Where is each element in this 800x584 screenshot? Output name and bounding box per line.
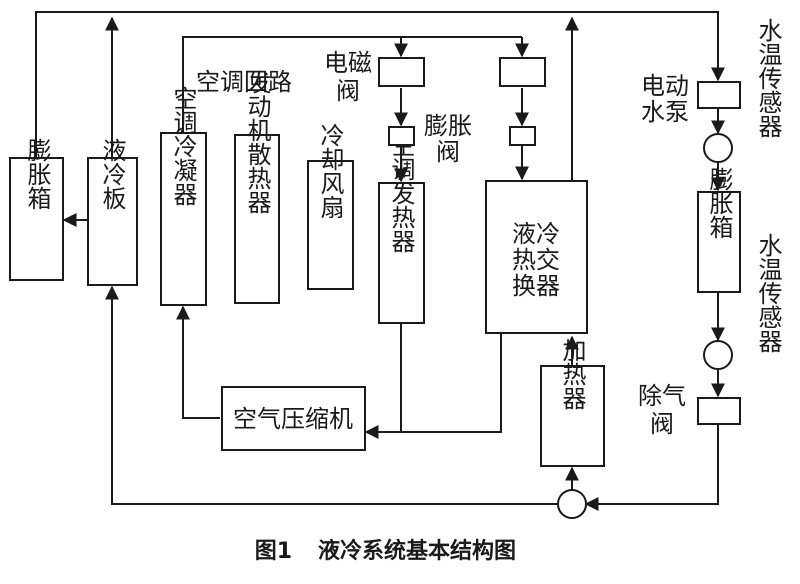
right-valve [499,57,546,87]
chiller-to-compressor-line [401,333,502,433]
degas-valve-label-line2: 阀 [650,410,674,438]
expansion-valve-left [388,126,415,146]
air-compressor-label: 空气压缩机 [233,405,353,433]
degas-valve-label-line1: 除气 [638,382,686,410]
cooling-fan-label: 冷却风扇 [316,123,344,219]
electric-pump-label-line1: 电动 [641,72,689,100]
ac-loop-label: 空调回路 [196,68,292,96]
ac-evaporator-label: 空调发热器 [387,133,415,253]
degas-to-bottom-line [584,424,719,511]
figure-caption: 液冷系统基本结构图 [318,538,516,564]
expansion-valve-label-line1: 膨胀 [424,112,472,140]
ac-condenser: 空调冷凝器 [160,86,207,306]
expansion-valve-right [509,126,536,146]
water-temp-sensor-2-label: 水温传感器 [754,233,782,353]
chiller-label-line1: 液冷 [512,220,560,248]
degas-valve [697,397,741,425]
flow-lines [35,11,725,511]
solenoid-valve [378,57,425,87]
bottom-pump [557,489,587,519]
solenoid-valve-label-line1: 电磁 [324,49,372,77]
expansion-tank-left-label: 膨胀箱 [23,138,51,210]
compressor-to-condenser-line [176,305,220,419]
evaporator-to-compressor-line [364,323,402,439]
expansion-tank-right: 膨胀箱 [697,167,741,293]
expansion-tank-left: 膨胀箱 [9,138,64,281]
electric-pump-label-line2: 水泵 [641,98,689,126]
top-bus-line [35,11,725,158]
chiller-label-line2: 热交 [512,246,560,274]
electric-pump [697,81,741,109]
heater: 加热器 [540,338,605,467]
ac-evaporator: 空调发热器 [378,133,425,324]
solenoid-valve-label-line2: 阀 [336,77,360,105]
temp-sensor-2 [703,340,733,370]
liquid-cooling-plate-label: 液冷板 [98,138,126,210]
engine-radiator: 发动机散热器 [234,70,280,304]
temp-sensor-1 [703,133,733,163]
heater-label: 加热器 [558,338,586,410]
cooling-fan: 冷却风扇 [307,123,354,290]
liquid-cooling-plate: 液冷板 [87,138,138,286]
chiller-label-line3: 换器 [512,272,560,300]
ac-loop-top-line [182,36,522,133]
engine-radiator-label: 发动机散热器 [243,70,271,214]
ac-condenser-label: 空调冷凝器 [169,86,197,206]
bottom-to-plate-line [105,285,558,505]
chiller: 液冷 热交 换器 [485,180,588,334]
air-compressor: 空气压缩机 [221,386,366,451]
water-temp-sensor-1-label: 水温传感器 [754,18,782,138]
figure-number: 图1 [255,539,292,564]
expansion-valve-label-line2: 阀 [436,138,460,166]
expansion-tank-right-label: 膨胀箱 [705,167,733,239]
